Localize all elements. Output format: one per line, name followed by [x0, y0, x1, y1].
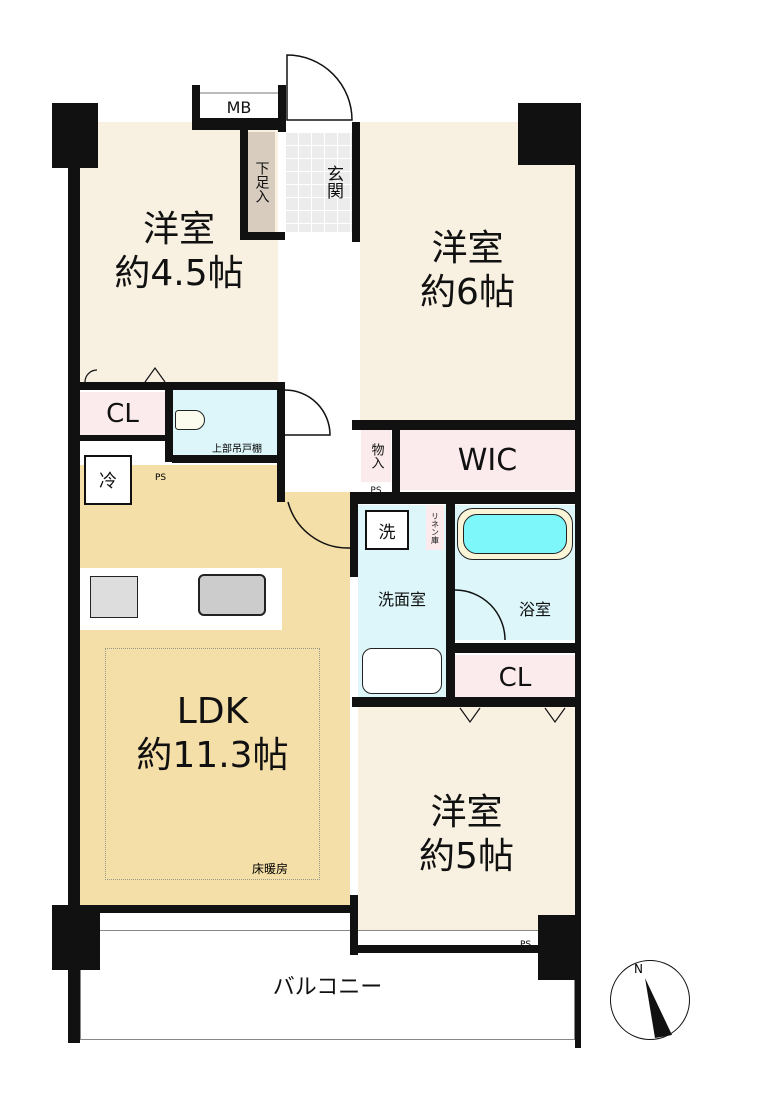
balcony-label: バルコニー — [272, 975, 383, 1000]
shoe-storage-label: 下足入 — [253, 161, 270, 203]
washroom-label: 洗面室 — [377, 589, 426, 609]
shoe-storage: 下足入 — [248, 132, 275, 232]
toilet-door-swing[interactable] — [284, 389, 331, 436]
column — [538, 915, 578, 980]
wall — [240, 232, 285, 240]
room-size: 約11.3帖 — [136, 735, 289, 776]
wall — [350, 492, 358, 577]
column — [52, 103, 98, 168]
ldk-door-swing[interactable] — [287, 501, 351, 549]
wall — [350, 895, 358, 955]
wall — [392, 420, 400, 500]
wall — [352, 697, 577, 707]
wall — [352, 420, 577, 430]
walk-in-closet: WIC — [400, 430, 575, 490]
wall — [80, 382, 285, 390]
ps-left-label: PS — [155, 473, 167, 483]
wash-basin-icon — [362, 648, 442, 694]
pipe-space-center: PS — [361, 486, 391, 496]
closet-right: CL — [455, 655, 575, 700]
wall — [575, 103, 581, 1048]
sink-icon — [198, 574, 266, 616]
room-name: 洋室 — [431, 228, 504, 269]
closet-door-icon[interactable] — [84, 366, 166, 383]
wall — [446, 504, 455, 704]
wall — [80, 905, 350, 913]
front-door-swing[interactable] — [286, 54, 353, 121]
room-name: 洋室 — [430, 792, 503, 833]
wall — [192, 118, 286, 130]
wall — [165, 382, 173, 462]
wall — [278, 85, 286, 132]
wic-label: WIC — [457, 442, 518, 478]
column — [52, 905, 100, 970]
room-size: 約5帖 — [419, 836, 514, 877]
upper-cabinet-label: 上部吊戸棚 — [212, 444, 262, 455]
entrance: 玄関 — [285, 132, 352, 232]
bathroom-door-swing[interactable] — [454, 589, 506, 641]
wall — [452, 643, 577, 653]
wall — [277, 382, 285, 502]
wall — [352, 122, 360, 242]
floor-heating-area — [105, 648, 320, 880]
column — [518, 103, 578, 165]
room-size: 約4.5帖 — [114, 253, 244, 294]
wall — [80, 435, 172, 441]
mb-label: MB — [226, 97, 252, 117]
bathtub-water-icon — [463, 514, 567, 554]
compass-north-label: N — [634, 962, 643, 976]
stove-icon — [90, 576, 138, 618]
bathroom-label: 浴室 — [518, 599, 551, 619]
toilet-icon — [175, 410, 205, 430]
room-name: LDK — [176, 691, 249, 732]
closet-door-icon[interactable] — [459, 707, 566, 724]
wall — [240, 130, 248, 240]
room-western-6: 洋室約6帖 — [360, 122, 575, 420]
fridge-label: 冷 — [99, 471, 117, 492]
washer-space: 洗 — [365, 510, 409, 550]
closet-label: CL — [498, 662, 532, 693]
washer-label: 洗 — [378, 522, 396, 543]
hallway — [285, 232, 352, 492]
storage-label: 物入 — [368, 443, 384, 469]
room-size: 約6帖 — [420, 272, 515, 313]
wall — [172, 455, 285, 463]
fridge-space: 冷 — [84, 455, 132, 505]
wall — [350, 945, 540, 953]
wall — [352, 492, 577, 504]
ps-label: PS — [370, 486, 382, 496]
closet-label: CL — [106, 398, 139, 429]
wall — [192, 85, 200, 122]
storage: 物入 — [361, 430, 391, 482]
entrance-label: 玄関 — [323, 165, 343, 199]
room-western-5: 洋室約5帖 — [358, 705, 575, 945]
room-name: 洋室 — [142, 209, 215, 250]
wall — [68, 103, 80, 1043]
compass — [610, 960, 690, 1040]
meter-box: MB — [200, 92, 278, 120]
floor-heating-label: 床暖房 — [252, 862, 289, 876]
closet-left: CL — [80, 392, 165, 435]
linen-closet: リネン庫 — [426, 505, 444, 550]
room-ldk — [80, 465, 350, 905]
linen-label: リネン庫 — [430, 511, 440, 544]
